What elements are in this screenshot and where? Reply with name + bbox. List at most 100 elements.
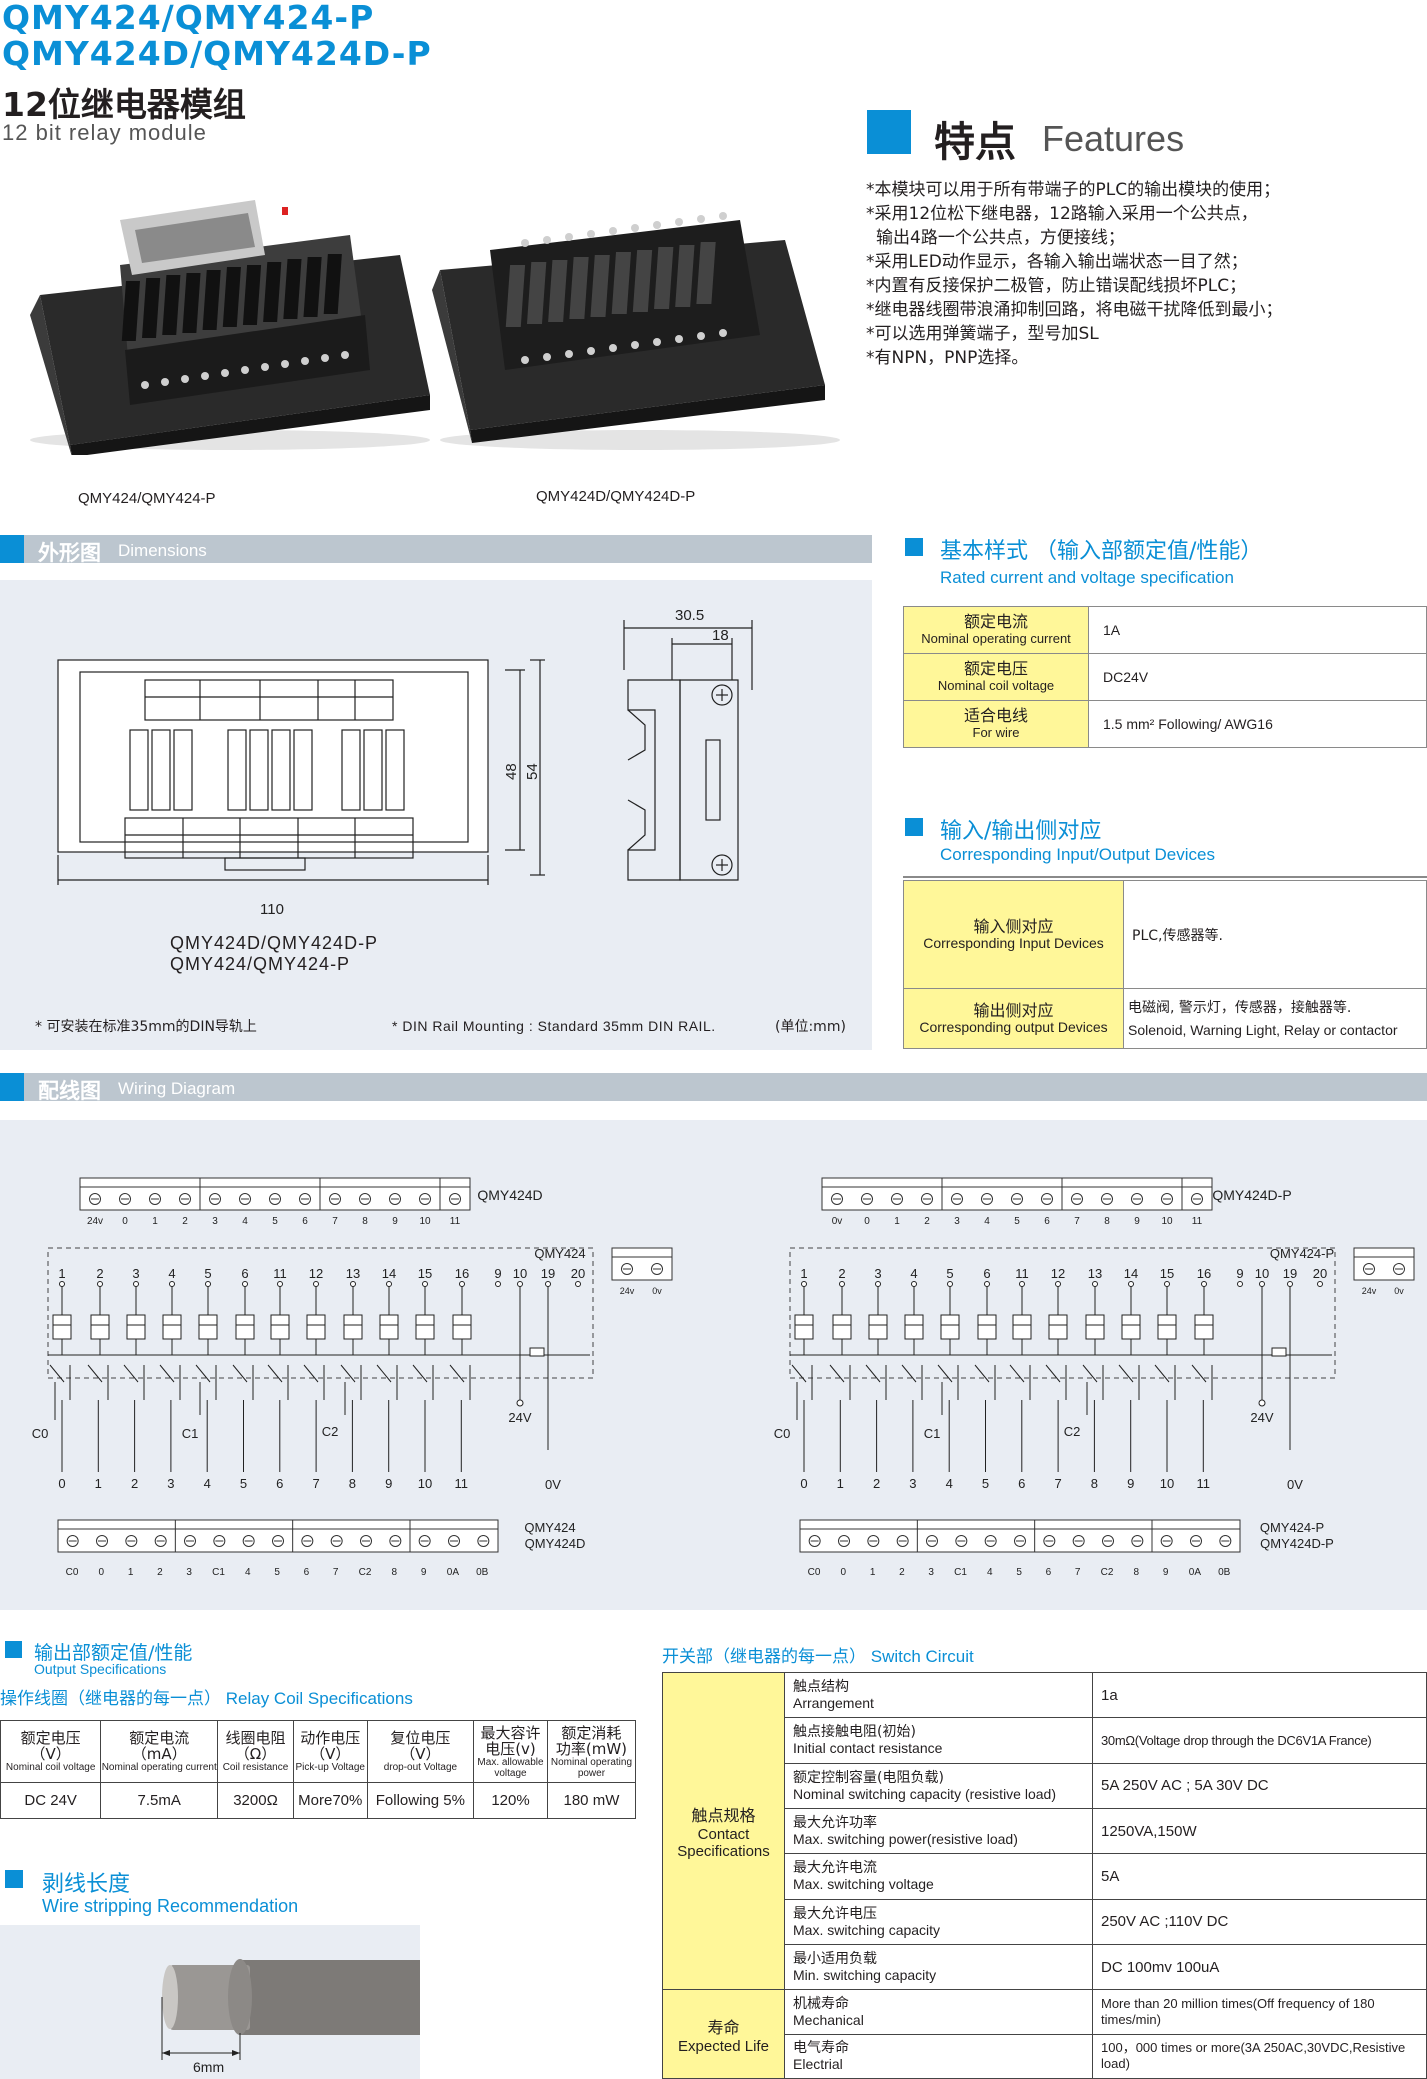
module-box <box>47 1247 594 1379</box>
coil-subtitle: 操作线圈（继电器的每一点） Relay Coil Specifications <box>0 1689 413 1709</box>
dimension-drawing: 30.5 18 48 54 110 <box>57 607 753 918</box>
bottom-terminal-label: 8 <box>392 1567 398 1578</box>
coil-value: 7.5mA <box>100 1782 219 1819</box>
pin-label: 1 <box>58 1266 65 1281</box>
bottom-terminal-label: C1 <box>212 1567 225 1578</box>
output-label: 9 <box>385 1476 392 1491</box>
feature-line: 输出4路一个公共点，方便接线； <box>876 228 1125 248</box>
pin-node <box>1019 1281 1025 1287</box>
relay-contact <box>267 1364 283 1383</box>
top-terminal-label: 3 <box>212 1216 218 1227</box>
pin-label: 10 <box>1255 1266 1269 1281</box>
output-label: 7 <box>1054 1476 1061 1491</box>
io-value: 电磁阀, 警示灯，传感器，接触器等.Solenoid, Warning Ligh… <box>1123 988 1427 1049</box>
side-terminal-label: 24v <box>620 1286 635 1296</box>
bottom-terminal-label: C2 <box>1101 1567 1114 1578</box>
rated-title: 基本样式 （输入部额定值/性能） <box>940 539 1263 564</box>
relay-contact <box>123 1364 139 1383</box>
top-terminal-label: 10 <box>419 1216 431 1227</box>
ground-label: 0V <box>1287 1477 1303 1492</box>
section-title: 外形图 <box>38 541 101 565</box>
switch-value: DC 100mv 100uA <box>1092 1943 1427 1991</box>
output-label: 5 <box>240 1476 247 1491</box>
relay-coil <box>452 1314 472 1340</box>
features-list: *本模块可以用于所有带端子的PLC的输出模块的使用； *采用12位松下继电器，1… <box>866 178 1426 370</box>
common-label: C0 <box>32 1426 49 1441</box>
pin-node <box>205 1281 211 1287</box>
top-terminal-label: 24v <box>87 1216 103 1227</box>
pin-label: 3 <box>874 1266 881 1281</box>
relay-coil <box>1012 1314 1032 1340</box>
top-terminal-label: 0v <box>832 1216 843 1227</box>
bottom-terminal-label: 8 <box>1134 1567 1140 1578</box>
feature-line: *继电器线圈带浪涌抑制回路，将电磁干扰降低到最小； <box>866 300 1283 320</box>
supply-node <box>516 1399 524 1407</box>
relay-coil <box>306 1314 326 1340</box>
ground-label: 0V <box>545 1477 561 1492</box>
pin-node <box>1164 1281 1170 1287</box>
pin-label: 15 <box>418 1266 432 1281</box>
bottom-terminal-label: C2 <box>359 1567 372 1578</box>
relay-contact <box>1154 1364 1170 1383</box>
table-row: 额定控制容量(电阻负载)Nominal switching capacity (… <box>663 1762 1427 1809</box>
product-caption-right: QMY424D/QMY424D-P <box>536 488 696 505</box>
pin-label: 2 <box>96 1266 103 1281</box>
section-title-en: Dimensions <box>118 541 207 560</box>
switch-value: More than 20 million times(Off frequency… <box>1092 1989 1427 2035</box>
relay-coil <box>868 1314 888 1340</box>
relay-coil <box>832 1314 852 1340</box>
relay-contact <box>1009 1364 1025 1383</box>
switch-title: 开关部（继电器的每一点） Switch Circuit <box>662 1647 974 1667</box>
top-terminal-label: 4 <box>984 1216 990 1227</box>
pin-label: 11 <box>1015 1266 1029 1281</box>
pin-node <box>277 1281 283 1287</box>
bottom-terminal-label: 4 <box>987 1567 993 1578</box>
feature-line: *内置有反接保护二极管，防止错误配线损坏PLC； <box>866 276 1247 296</box>
bottom-terminal-label: 3 <box>928 1567 934 1578</box>
wire-strip-drawing: 6mm <box>161 1959 420 2075</box>
relay-coil <box>940 1314 960 1340</box>
side-terminal-label: 24v <box>1362 1286 1377 1296</box>
pin-node <box>1237 1281 1243 1287</box>
output-label: 0 <box>800 1476 807 1491</box>
output-label: 5 <box>982 1476 989 1491</box>
relay-contact <box>232 1364 248 1383</box>
output-label: 9 <box>1127 1476 1134 1491</box>
top-terminal-label: 0 <box>122 1216 128 1227</box>
relay-coil <box>343 1314 363 1340</box>
pin-node <box>911 1281 917 1287</box>
top-terminal-label: 6 <box>1044 1216 1050 1227</box>
bottom-terminal-label: 7 <box>333 1567 339 1578</box>
pin-label: 11 <box>273 1266 287 1281</box>
dim-54: 54 <box>524 763 541 780</box>
pin-label: 5 <box>204 1266 211 1281</box>
model-line-1: QMY424/QMY424-P <box>2 0 375 37</box>
relay-coil <box>1157 1314 1177 1340</box>
top-terminal-label: 1 <box>894 1216 900 1227</box>
relay-contact <box>159 1364 175 1383</box>
bottom-terminal-label: 2 <box>157 1567 163 1578</box>
section-bar-dimensions: 外形图 Dimensions <box>0 535 872 565</box>
feature-line: *有NPN，PNP选择。 <box>866 348 1029 368</box>
top-terminal-label: 2 <box>182 1216 188 1227</box>
supply-node <box>1258 1399 1266 1407</box>
rated-title-en: Rated current and voltage specification <box>940 568 1234 587</box>
product-photo-qmy424 <box>30 200 430 455</box>
bottom-terminal-label: 5 <box>274 1567 280 1578</box>
relay-coil <box>904 1314 924 1340</box>
pin-node <box>1259 1281 1265 1287</box>
pin-node <box>947 1281 953 1287</box>
pin-label: 14 <box>382 1266 396 1281</box>
coil-header-row: 额定电压（V）Nominal coil voltage 额定电流（mA）Nomi… <box>0 1720 637 1783</box>
relay-contact <box>1118 1364 1134 1383</box>
pin-node <box>1287 1281 1293 1287</box>
relay-contact <box>1191 1364 1207 1383</box>
output-title: 输出部额定值/性能 <box>34 1642 193 1664</box>
pin-node <box>1201 1281 1207 1287</box>
pin-label: 1 <box>800 1266 807 1281</box>
